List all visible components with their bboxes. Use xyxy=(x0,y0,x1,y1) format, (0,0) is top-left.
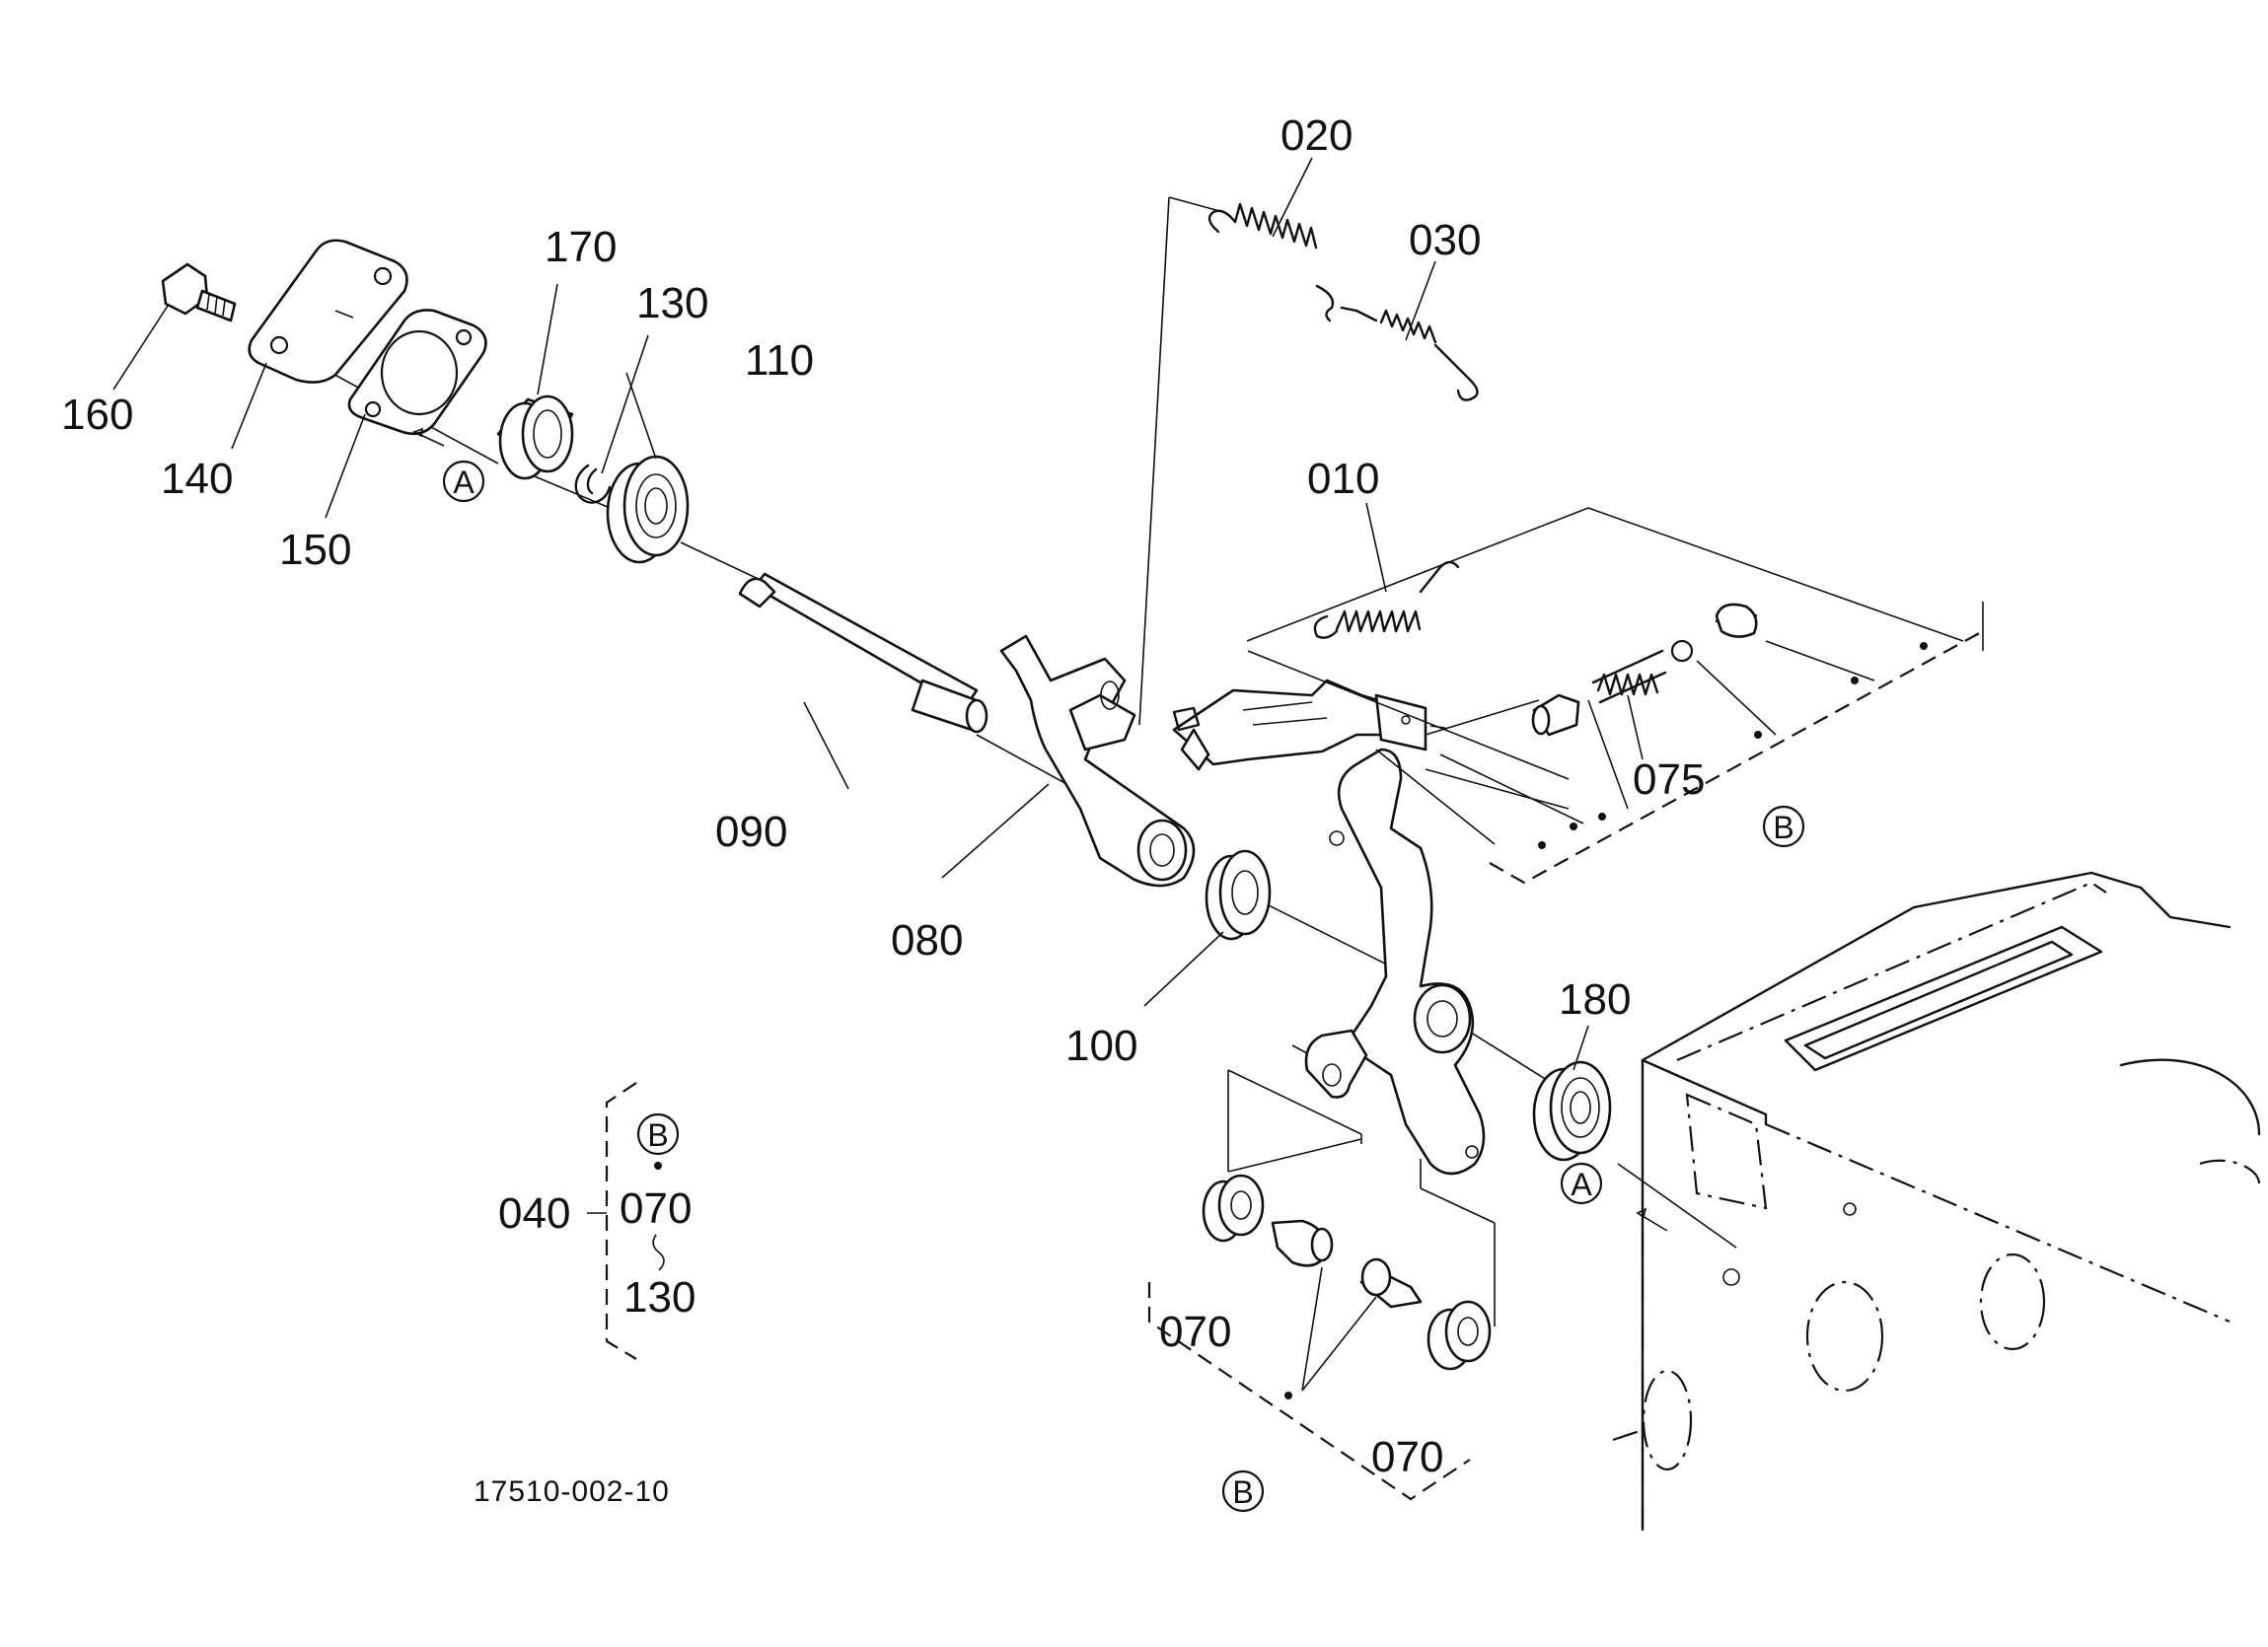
svg-text:B: B xyxy=(647,1117,668,1153)
spring-030 xyxy=(1340,306,1479,401)
reference-mark-a-2: A xyxy=(1560,1162,1603,1205)
label-090: 090 xyxy=(715,808,787,856)
label-leaders xyxy=(112,157,1644,1071)
engine-block xyxy=(1612,871,2261,1539)
lever-080 xyxy=(999,634,1196,888)
kit-bracket xyxy=(587,1082,665,1360)
label-170: 170 xyxy=(545,223,617,271)
label-075: 075 xyxy=(1633,755,1705,804)
label-160: 160 xyxy=(61,391,133,439)
kit-item-2: 130 xyxy=(623,1273,695,1322)
svg-text:A: A xyxy=(453,465,475,500)
svg-text:B: B xyxy=(1232,1474,1253,1510)
svg-text:A: A xyxy=(1571,1167,1592,1202)
dot-markers xyxy=(654,642,1928,1399)
label-070-left: 070 xyxy=(1159,1308,1231,1356)
plunger-group-075 xyxy=(1531,603,1758,737)
bearing-110 xyxy=(606,455,690,564)
label-030: 030 xyxy=(1409,216,1481,264)
label-070-right: 070 xyxy=(1371,1433,1443,1481)
label-110: 110 xyxy=(745,336,814,385)
reference-mark-a-1: A xyxy=(442,460,485,503)
label-130: 130 xyxy=(636,279,708,327)
snap-ring-130 xyxy=(574,464,612,504)
governor-lever-assembly xyxy=(1291,748,1486,1176)
cover-plate-140 xyxy=(248,239,408,384)
kit-number: 040 xyxy=(498,1189,570,1238)
drawing-number: 17510-002-10 xyxy=(474,1475,670,1508)
gasket-150 xyxy=(347,309,487,436)
label-080: 080 xyxy=(891,916,963,965)
kit-item-1: 070 xyxy=(620,1184,692,1233)
leader-lines xyxy=(412,196,1984,1501)
label-010: 010 xyxy=(1307,455,1379,503)
svg-text:B: B xyxy=(1773,810,1793,845)
label-020: 020 xyxy=(1280,111,1353,160)
label-150: 150 xyxy=(279,526,351,574)
reference-mark-b-kit: B xyxy=(636,1112,680,1156)
bolt-160 xyxy=(161,262,237,322)
lower-070-parts xyxy=(1202,1174,1492,1371)
bearing-180 xyxy=(1532,1060,1612,1162)
bushing-170 xyxy=(496,394,574,480)
washer-100 xyxy=(1205,849,1272,941)
governor-bracket xyxy=(1172,679,1446,771)
reference-mark-b-1: B xyxy=(1762,805,1805,848)
shaft-090 xyxy=(738,572,988,734)
label-100: 100 xyxy=(1065,1022,1137,1070)
spring-010 xyxy=(1313,560,1460,639)
reference-mark-b-2: B xyxy=(1221,1469,1265,1513)
label-180: 180 xyxy=(1559,975,1631,1024)
spring-020 xyxy=(1207,202,1335,322)
label-140: 140 xyxy=(161,455,233,503)
